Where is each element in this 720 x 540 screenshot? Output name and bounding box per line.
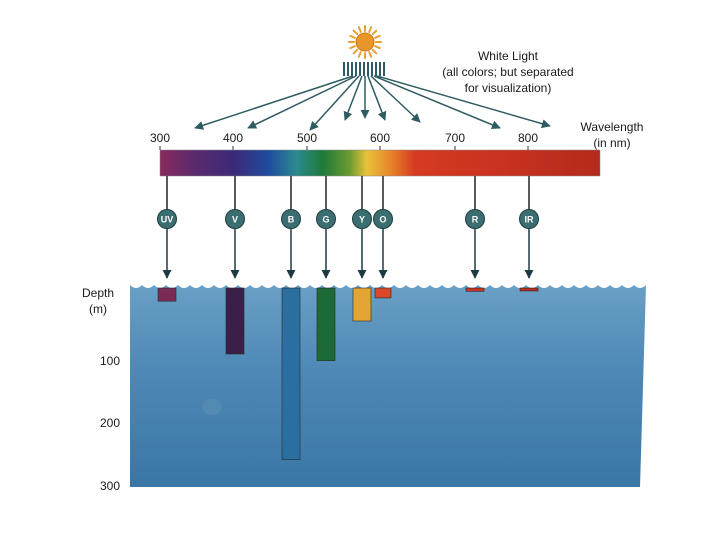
- band-code: G: [322, 215, 329, 225]
- depth-tick-label: 300: [100, 479, 120, 493]
- wavelength-tick-label: 400: [223, 131, 243, 145]
- depth-label-line-1: Depth: [82, 286, 114, 300]
- white-light-caption: White Light (all colors; but separated f…: [442, 49, 573, 95]
- wavelength-label-line-1: Wavelength: [581, 120, 644, 134]
- band-code: R: [472, 215, 479, 225]
- band-circle-b: B: [282, 210, 301, 229]
- depth-tick-label: 200: [100, 416, 120, 430]
- depth-tick-label: 100: [100, 354, 120, 368]
- fan-arrow: [195, 76, 353, 128]
- wavelength-ticks: 300 400 500 600 700 800: [150, 131, 538, 150]
- spectrum-bar: [160, 150, 600, 176]
- fan-arrow: [248, 76, 356, 128]
- band-circle-ir: IR: [520, 210, 539, 229]
- water-body: [130, 285, 646, 487]
- band-code: Y: [359, 215, 365, 225]
- penetration-bar-y: [353, 288, 371, 321]
- wavelength-tick-label: 300: [150, 131, 170, 145]
- depth-label-line-2: (m): [89, 302, 107, 316]
- band-circle-uv: UV: [158, 210, 177, 229]
- penetration-bar-v: [226, 288, 244, 354]
- band-code: B: [288, 215, 295, 225]
- wavelength-tick-label: 800: [518, 131, 538, 145]
- wavelength-axis-label: Wavelength (in nm): [581, 120, 644, 150]
- penetration-bar-o: [375, 288, 391, 298]
- band-circle-g: G: [317, 210, 336, 229]
- band-code: IR: [525, 215, 535, 225]
- wavelength-tick-label: 600: [370, 131, 390, 145]
- caption-line-3: for visualization): [465, 81, 552, 95]
- caption-line-1: White Light: [478, 49, 539, 63]
- fan-arrow: [368, 76, 385, 120]
- wavelength-label-line-2: (in nm): [593, 136, 630, 150]
- light-beam: [343, 62, 385, 76]
- band-circle-v: V: [226, 210, 245, 229]
- depth-ticks: 100 200 300: [100, 354, 120, 493]
- band-code: O: [379, 215, 386, 225]
- band-circle-r: R: [466, 210, 485, 229]
- penetration-bar-r: [466, 288, 484, 291]
- depth-axis-label: Depth (m): [82, 286, 114, 316]
- band-circle-y: Y: [353, 210, 372, 229]
- sun-icon: [349, 26, 381, 58]
- penetration-bar-b: [282, 288, 300, 460]
- penetration-bar-ir: [520, 288, 538, 291]
- wavelength-tick-label: 500: [297, 131, 317, 145]
- penetration-bar-uv: [158, 288, 176, 301]
- band-code: UV: [161, 215, 174, 225]
- caption-line-2: (all colors; but separated: [442, 65, 573, 79]
- band-circle-o: O: [374, 210, 393, 229]
- band-code: V: [232, 215, 238, 225]
- penetration-bar-g: [317, 288, 335, 361]
- fan-arrow: [371, 76, 420, 122]
- wavelength-tick-label: 700: [445, 131, 465, 145]
